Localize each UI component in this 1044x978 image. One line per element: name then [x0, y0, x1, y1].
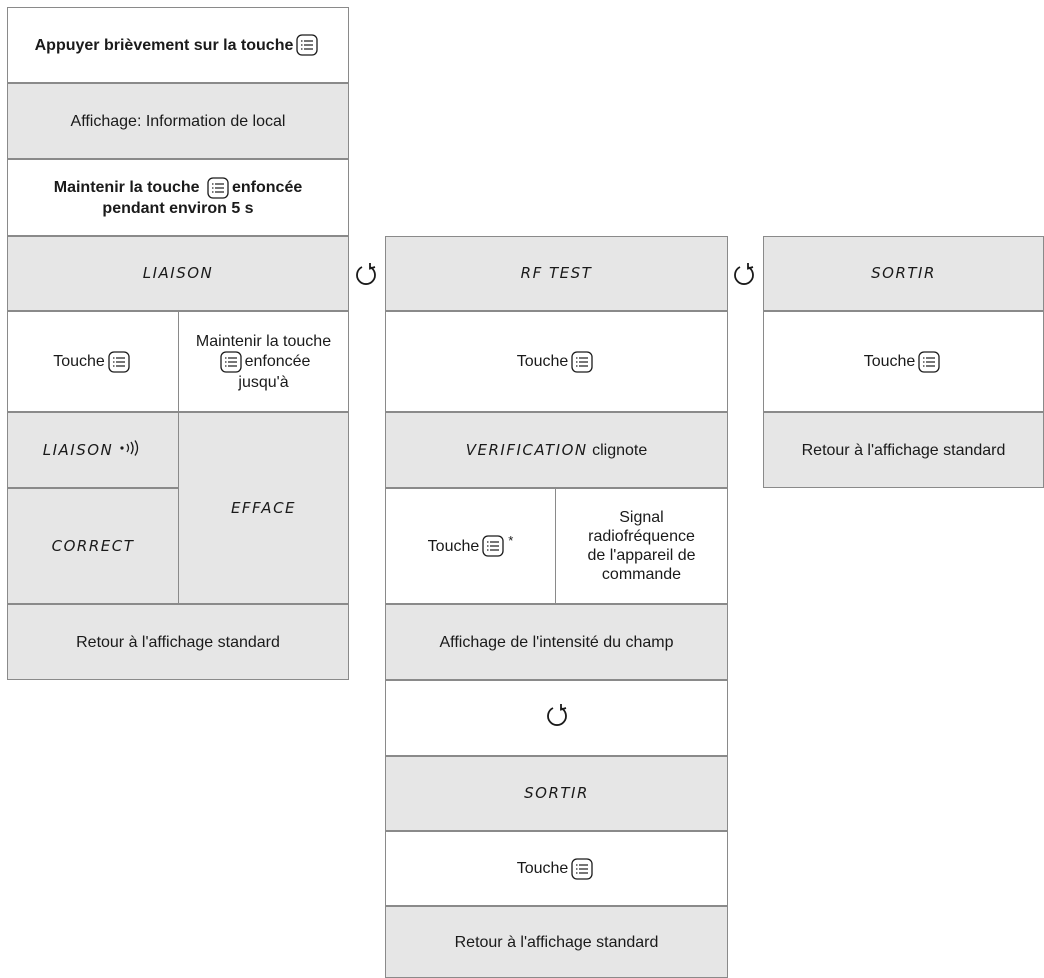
liaison-status-text: LIAISON [42, 440, 114, 459]
step-display-local-info-text: Affichage: Information de local [70, 112, 286, 130]
footnote-asterisk: * [508, 532, 514, 548]
rftest-field-strength: Affichage de l'intensité du champ [385, 604, 728, 680]
sortir-header: SORTIR [763, 236, 1044, 311]
liaison-efface-text: EFFACE [230, 498, 297, 517]
rftest-signal-line3: de l'appareil de [587, 547, 696, 564]
menu-key-icon [918, 350, 940, 373]
liaison-hold-until-line3: jusqu'à [238, 373, 289, 391]
sortir-return-text: Retour à l'affichage standard [801, 441, 1006, 459]
step-hold-5s-text-a: Maintenir la touche [53, 179, 200, 197]
rftest-touch-star: Touche * [385, 488, 556, 604]
menu-key-icon [571, 857, 593, 880]
step-press-briefly-text: Appuyer brièvement sur la touche [34, 36, 294, 54]
rftest-sortir-text: SORTIR [524, 784, 589, 802]
liaison-header-text: LIAISON [142, 264, 214, 282]
liaison-correct: CORRECT [7, 488, 179, 604]
menu-key-icon [571, 350, 593, 373]
rftest-return-text: Retour à l'affichage standard [454, 933, 659, 951]
sortir-header-text: SORTIR [871, 264, 936, 282]
menu-key-icon [219, 350, 242, 373]
liaison-return-text: Retour à l'affichage standard [76, 633, 280, 651]
liaison-hold-until: Maintenir la touche enfoncée jusqu'à [178, 311, 349, 412]
rftest-signal-line1: Signal [619, 509, 664, 526]
rftest-verification-suffix: clignote [592, 441, 648, 459]
rftest-signal: Signal radiofréquence de l'appareil de c… [555, 488, 728, 604]
rftest-verification-text: VERIFICATION [465, 440, 588, 459]
liaison-hold-until-line2: enfoncée [244, 352, 311, 370]
sortir-touch-text: Touche [863, 353, 916, 370]
rftest-touch-2-text: Touche [516, 860, 569, 877]
sortir-touch: Touche [763, 311, 1044, 412]
liaison-efface: EFFACE [178, 412, 349, 604]
liaison-touch: Touche [7, 311, 179, 412]
menu-key-icon [482, 535, 504, 557]
liaison-header: LIAISON [7, 236, 349, 311]
rftest-header: RF TEST [385, 236, 728, 311]
menu-key-icon [207, 177, 229, 199]
step-hold-5s-text-b: enfoncée [232, 179, 303, 197]
liaison-touch-text: Touche [53, 353, 105, 370]
cycle-arrow-icon [544, 703, 570, 734]
rftest-verification: VERIFICATION clignote [385, 412, 728, 488]
step-hold-5s-text-c: pendant environ 5 s [102, 200, 254, 217]
rftest-return: Retour à l'affichage standard [385, 906, 728, 978]
rftest-signal-line4: commande [601, 566, 682, 583]
liaison-correct-text: CORRECT [51, 536, 135, 555]
cycle-arrow-icon [353, 262, 379, 288]
rftest-field-strength-text: Affichage de l'intensité du champ [439, 633, 674, 651]
rftest-signal-line2: radiofréquence [588, 528, 695, 545]
liaison-return: Retour à l'affichage standard [7, 604, 349, 680]
rftest-touch-2: Touche [385, 831, 728, 906]
rftest-touch-star-text: Touche [427, 537, 480, 555]
rftest-cycle [385, 680, 728, 756]
liaison-hold-until-line1: Maintenir la touche [195, 332, 332, 350]
radio-waves-icon [119, 439, 143, 461]
liaison-status: LIAISON [7, 412, 179, 488]
rftest-touch: Touche [385, 311, 728, 412]
rftest-touch-text: Touche [516, 353, 569, 370]
sortir-return: Retour à l'affichage standard [763, 412, 1044, 488]
step-hold-5s: Maintenir la touche enfoncée pendant env… [7, 159, 349, 236]
step-display-local-info: Affichage: Information de local [7, 83, 349, 159]
menu-key-icon [296, 34, 319, 56]
cycle-arrow-icon [731, 262, 757, 288]
step-press-briefly: Appuyer brièvement sur la touche [7, 7, 349, 83]
rftest-sortir: SORTIR [385, 756, 728, 831]
rftest-header-text: RF TEST [520, 264, 593, 282]
menu-key-icon [108, 350, 130, 373]
